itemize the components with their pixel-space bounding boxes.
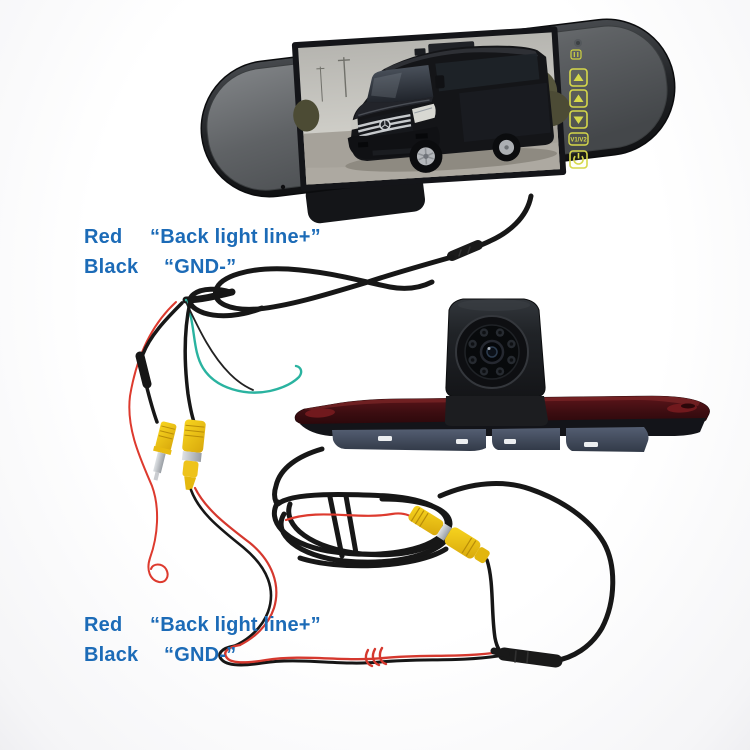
arrow-down-icon: [573, 116, 584, 124]
inline-connector: [135, 351, 152, 389]
teal-wire: [184, 298, 303, 394]
source-button-label: V1/V2: [570, 138, 587, 144]
side-mirror: [435, 75, 445, 89]
rca-pair-male: [408, 505, 444, 536]
mount-bracket-middle: [492, 428, 560, 450]
barrel-connector: [447, 240, 483, 261]
arrow-down-button: [569, 110, 588, 129]
rca-male-plug: [153, 421, 177, 481]
wire-color-label: Black: [84, 644, 139, 666]
video-lead-a: [141, 301, 184, 356]
camera-pedestal: [444, 396, 548, 426]
annotation-line: Red “Back light line+”: [84, 226, 321, 256]
bottom-barrel-connector: [497, 647, 563, 668]
source-button: V1/V2: [568, 132, 589, 146]
wire-color-label: Red: [84, 226, 123, 248]
rca-male-tip: [153, 451, 166, 474]
menu-icon: [570, 49, 582, 60]
mount-bracket-right: [566, 427, 649, 452]
mirror-screen: [291, 26, 571, 191]
red-wire-wrap: [364, 646, 388, 668]
video-lead-b: [183, 300, 196, 424]
annotation-bottom: Red “Back light line+” Black “GND-”: [84, 614, 321, 674]
arrow-up-icon: [573, 94, 584, 102]
arrow-up-icon: [573, 73, 584, 81]
wire-function-label: “Back light line+”: [150, 226, 321, 248]
rca-pair-band: [436, 523, 452, 541]
camera-lens: [455, 315, 529, 389]
arrow-up-button-1: [569, 68, 588, 87]
cable-loop-right: [437, 481, 616, 664]
rear-wheel: [492, 133, 521, 162]
black-van: [347, 41, 554, 173]
wiring-harness: [128, 298, 303, 584]
rca-female-jack: [181, 419, 206, 491]
camera-cable-assembly: [271, 446, 616, 668]
wire-function-label: “GND-”: [164, 644, 237, 666]
side-windows: [435, 53, 540, 92]
rca-pair-connected: [408, 505, 490, 564]
thin-black-wire: [185, 301, 254, 391]
bracket-slots: [378, 436, 598, 447]
cable-coil: [271, 491, 453, 569]
wire-color-label: Black: [84, 256, 139, 278]
mount-bracket-left: [332, 429, 486, 451]
power-wire-pair: [189, 486, 502, 668]
wire-function-label: “GND-”: [164, 256, 237, 278]
monitor-cable: [182, 193, 534, 319]
mic-hole: [280, 184, 286, 190]
headlight-left: [350, 118, 359, 130]
power-icon: [573, 153, 584, 165]
annotation-line: Red “Back light line+”: [84, 614, 321, 644]
front-wheel: [409, 139, 443, 173]
annotation-line: Black “GND-”: [84, 256, 321, 286]
arrow-up-button-2: [569, 89, 588, 108]
ir-led-ring: [468, 328, 516, 376]
screen-van-image: [293, 32, 571, 185]
wire-function-label: “Back light line+”: [150, 614, 321, 636]
power-button: [569, 150, 588, 169]
rca-pair-female: [444, 527, 481, 559]
windshield: [366, 65, 434, 103]
annotation-top: Red “Back light line+” Black “GND-”: [84, 226, 321, 286]
annotation-line: Black “GND-”: [84, 644, 321, 674]
red-trigger-wire: [128, 301, 177, 584]
backup-camera: [444, 298, 548, 426]
touch-button-panel: V1/V2: [280, 39, 589, 190]
wire-color-label: Red: [84, 614, 123, 636]
